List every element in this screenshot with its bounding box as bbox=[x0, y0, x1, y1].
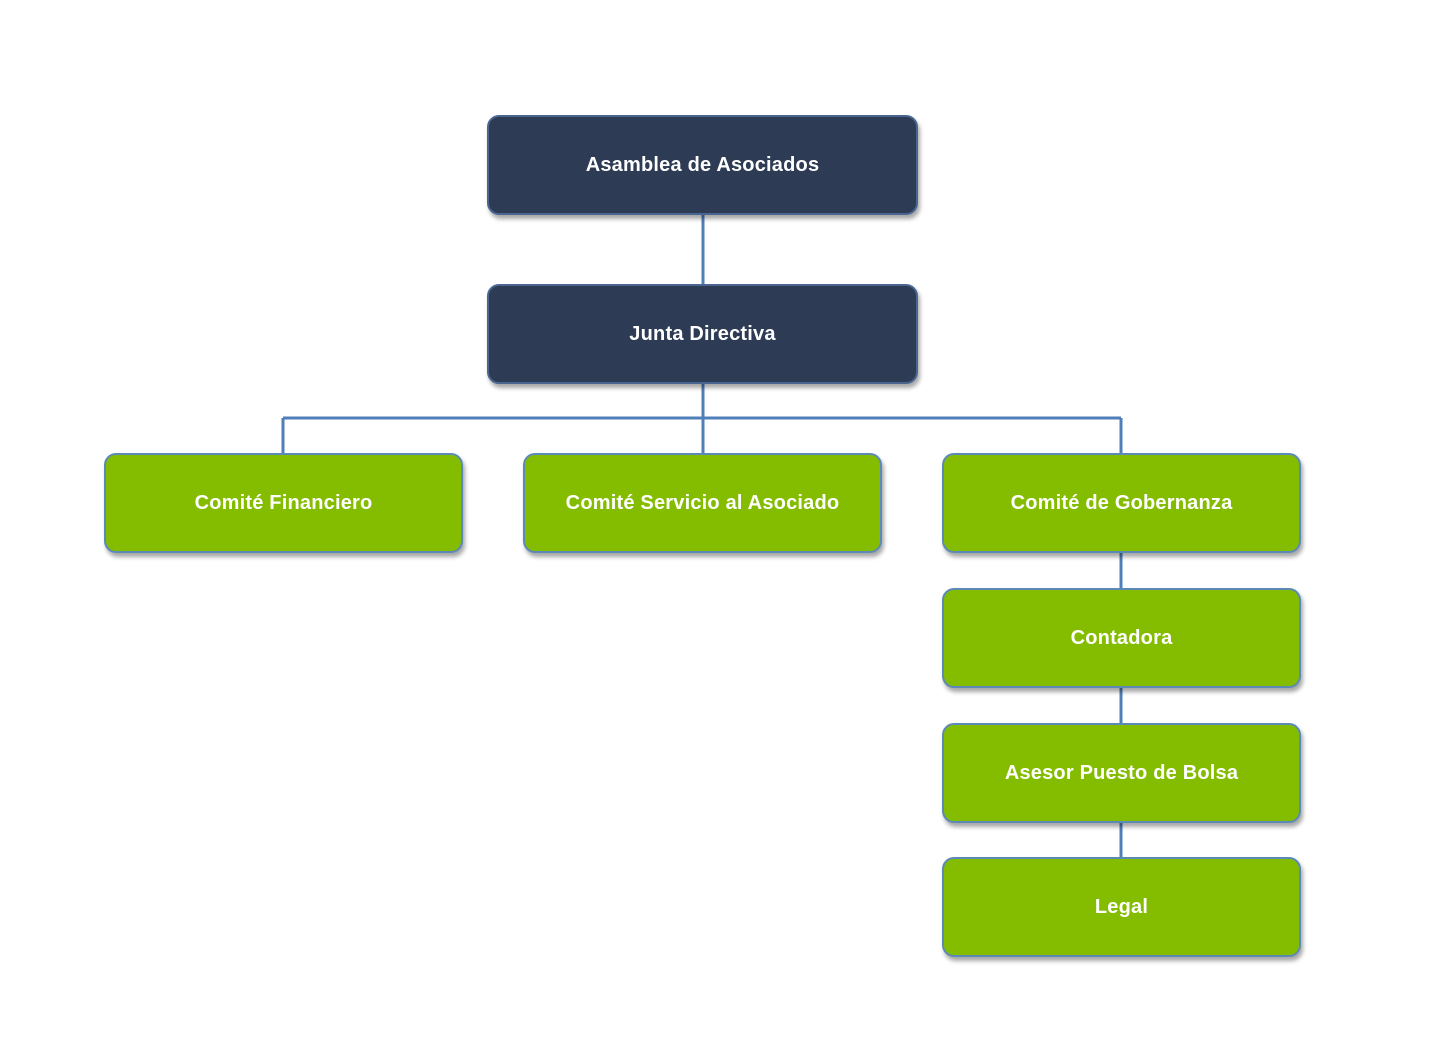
node-comite-servicio-al-asociado: Comité Servicio al Asociado bbox=[523, 453, 882, 553]
node-legal: Legal bbox=[942, 857, 1301, 957]
node-comite-de-gobernanza: Comité de Gobernanza bbox=[942, 453, 1301, 553]
node-contadora: Contadora bbox=[942, 588, 1301, 688]
node-junta-directiva: Junta Directiva bbox=[487, 284, 918, 384]
node-asamblea-de-asociados: Asamblea de Asociados bbox=[487, 115, 918, 215]
node-asesor-puesto-de-bolsa: Asesor Puesto de Bolsa bbox=[942, 723, 1301, 823]
node-comite-financiero: Comité Financiero bbox=[104, 453, 463, 553]
